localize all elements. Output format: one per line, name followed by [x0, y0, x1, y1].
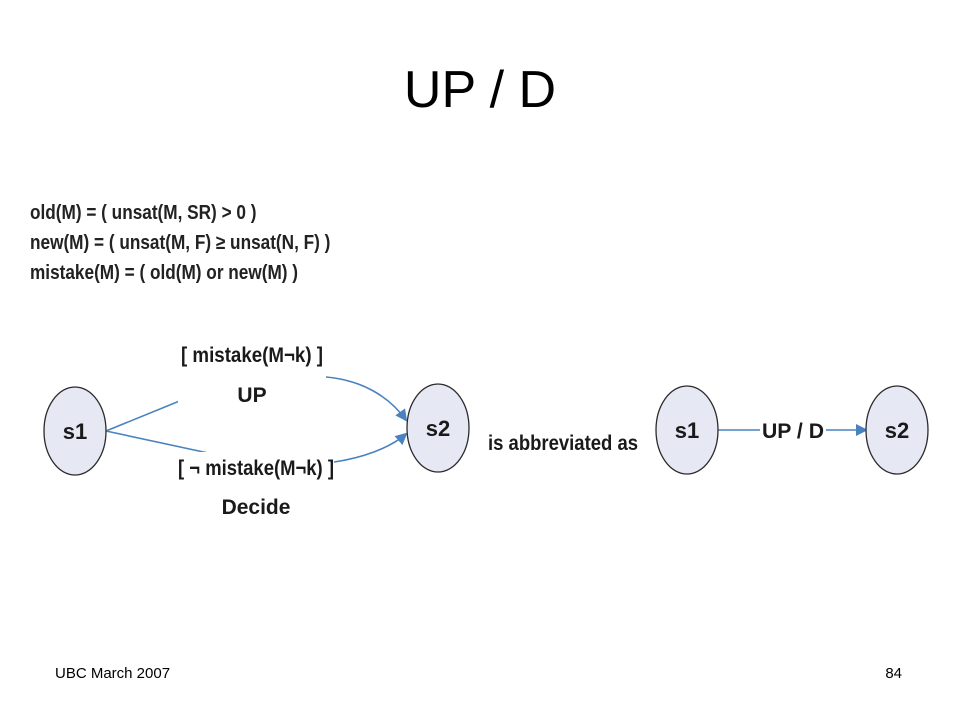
- node-s1-left-label: s1: [63, 419, 87, 444]
- lower-label-box: [178, 452, 334, 522]
- definition-new: new(M) = ( unsat(M, F) ≥ unsat(N, F) ): [30, 232, 331, 254]
- node-s2-right-label: s2: [885, 418, 909, 443]
- lower-edge-action: Decide: [222, 496, 291, 519]
- abbreviation-text: is abbreviated as: [488, 432, 638, 455]
- node-s2-left-label: s2: [426, 416, 450, 441]
- right-edge-label: UP / D: [762, 420, 824, 443]
- upper-edge-action: UP: [237, 384, 266, 407]
- node-s2-left: [406, 383, 470, 473]
- upper-edge-guard: [ mistake(M¬k) ]: [181, 344, 323, 367]
- upper-label-box: [178, 340, 326, 410]
- node-s1-right-label: s1: [675, 418, 699, 443]
- arrow-decide-to-s2: [333, 432, 408, 463]
- definition-mistake: mistake(M) = ( old(M) or new(M) ): [30, 262, 299, 284]
- node-s1-right: [655, 385, 719, 475]
- page-number: 84: [885, 665, 902, 682]
- node-s1-left: [43, 386, 107, 476]
- definitions-block: old(M) = ( unsat(M, SR) > 0 ) new(M) = (…: [30, 198, 330, 288]
- lower-edge-guard: [ ¬ mistake(M¬k) ]: [178, 457, 334, 480]
- definition-old: old(M) = ( unsat(M, SR) > 0 ): [30, 202, 257, 224]
- footer-date: UBC March 2007: [55, 665, 171, 682]
- arrow-up-to-s2: [325, 376, 408, 422]
- edge-s1-to-up-label: [105, 399, 183, 432]
- slide-title: UP / D: [403, 61, 557, 119]
- node-s2-right: [865, 385, 929, 475]
